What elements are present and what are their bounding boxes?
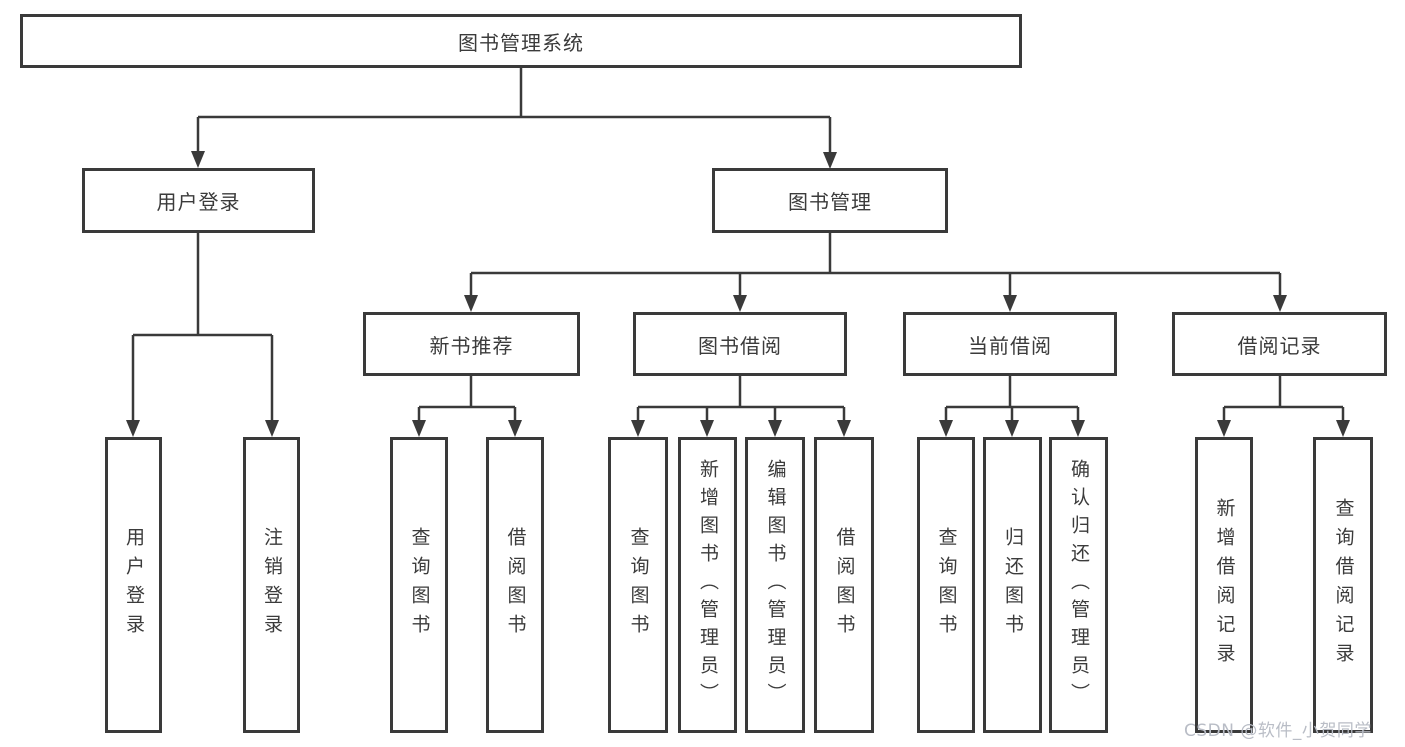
node-root-system: 图书管理系统 — [20, 14, 1022, 68]
node-book-borrowing: 图书借阅 — [633, 312, 847, 376]
node-leaf-confirm-return-admin: 确认归还（管理员） — [1049, 437, 1108, 733]
node-leaf-query-books-1-label: 查询图书 — [408, 527, 431, 643]
node-leaf-borrow-books-1-label: 借阅图书 — [504, 527, 527, 643]
node-current-borrowing: 当前借阅 — [903, 312, 1117, 376]
node-leaf-query-books-1: 查询图书 — [390, 437, 448, 733]
node-leaf-query-books-3: 查询图书 — [917, 437, 975, 733]
node-borrowing-records-label: 借阅记录 — [1237, 333, 1322, 358]
node-leaf-user-login: 用户登录 — [105, 437, 162, 733]
node-leaf-edit-books-admin-label: 编辑图书（管理员） — [764, 459, 787, 711]
node-leaf-user-login-label: 用户登录 — [123, 527, 145, 643]
node-leaf-return-books-label: 归还图书 — [1002, 527, 1024, 643]
node-leaf-edit-books-admin: 编辑图书（管理员） — [745, 437, 805, 733]
node-user-login-branch-label: 用户登录 — [156, 190, 241, 214]
node-leaf-borrow-books-2-label: 借阅图书 — [833, 527, 856, 643]
node-leaf-add-books-admin-label: 新增图书（管理员） — [697, 459, 719, 711]
node-current-borrowing-label: 当前借阅 — [968, 333, 1052, 358]
node-leaf-logout-label: 注销登录 — [261, 527, 283, 643]
node-leaf-return-books: 归还图书 — [983, 437, 1042, 733]
node-leaf-add-borrow-record-label: 新增借阅记录 — [1213, 498, 1236, 672]
node-leaf-query-books-2-label: 查询图书 — [627, 527, 650, 643]
node-book-borrowing-label: 图书借阅 — [698, 333, 782, 358]
csdn-watermark: CSDN @软件_小贺同学 — [1184, 721, 1372, 741]
node-book-management-branch-label: 图书管理 — [788, 190, 872, 214]
node-leaf-add-borrow-record: 新增借阅记录 — [1195, 437, 1253, 733]
node-leaf-query-books-3-label: 查询图书 — [935, 527, 958, 643]
node-new-book-recommendation-label: 新书推荐 — [429, 333, 514, 358]
node-leaf-borrow-books-1: 借阅图书 — [486, 437, 544, 733]
node-leaf-query-borrow-record: 查询借阅记录 — [1313, 437, 1373, 733]
node-root-label: 图书管理系统 — [458, 30, 584, 55]
node-leaf-query-borrow-record-label: 查询借阅记录 — [1332, 498, 1355, 672]
node-leaf-add-books-admin: 新增图书（管理员） — [678, 437, 737, 733]
node-leaf-borrow-books-2: 借阅图书 — [814, 437, 874, 733]
node-leaf-confirm-return-admin-label: 确认归还（管理员） — [1068, 459, 1090, 711]
node-borrowing-records: 借阅记录 — [1172, 312, 1387, 376]
node-user-login-branch: 用户登录 — [82, 168, 315, 233]
node-leaf-logout: 注销登录 — [243, 437, 300, 733]
node-book-management-branch: 图书管理 — [712, 168, 948, 233]
node-new-book-recommendation: 新书推荐 — [363, 312, 580, 376]
node-leaf-query-books-2: 查询图书 — [608, 437, 668, 733]
